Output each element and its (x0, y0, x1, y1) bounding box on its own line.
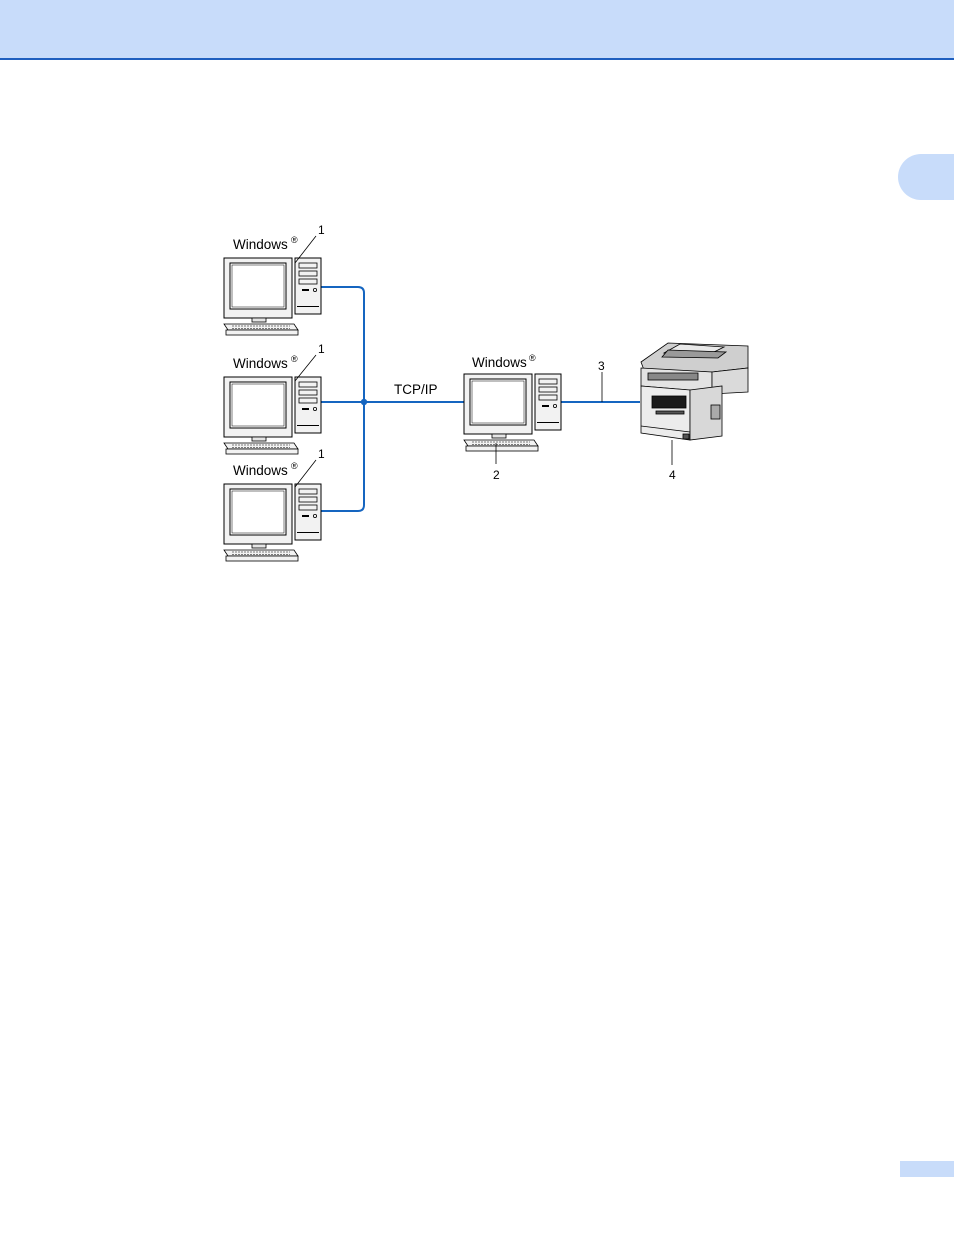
registered-mark: ® (291, 235, 298, 245)
network-junction (361, 399, 367, 405)
printer-mfc-icon (641, 343, 748, 440)
os-label-pc2: Windows ® (233, 354, 298, 371)
os-label-pc1: Windows ® (233, 235, 298, 252)
os-label: Windows (233, 463, 288, 478)
callout-2: 2 (493, 468, 500, 482)
link-pc1 (318, 287, 364, 402)
callout-3: 3 (598, 359, 605, 373)
callout-1: 1 (318, 447, 325, 461)
client-computer-1 (224, 258, 321, 335)
os-label: Windows (233, 356, 288, 371)
registered-mark: ® (291, 354, 298, 364)
os-label: Windows (472, 355, 527, 370)
client-computer-3 (224, 484, 321, 561)
registered-mark: ® (529, 353, 536, 363)
server-computer (464, 374, 561, 451)
os-label: Windows (233, 237, 288, 252)
os-label-server: Windows ® (472, 353, 536, 370)
link-pc3 (318, 402, 364, 511)
callout-4: 4 (669, 468, 676, 482)
registered-mark: ® (291, 461, 298, 471)
callout-1: 1 (318, 223, 325, 237)
protocol-label: TCP/IP (394, 382, 438, 397)
os-label-pc3: Windows ® (233, 461, 298, 478)
callout-1: 1 (318, 342, 325, 356)
client-computer-2 (224, 377, 321, 454)
